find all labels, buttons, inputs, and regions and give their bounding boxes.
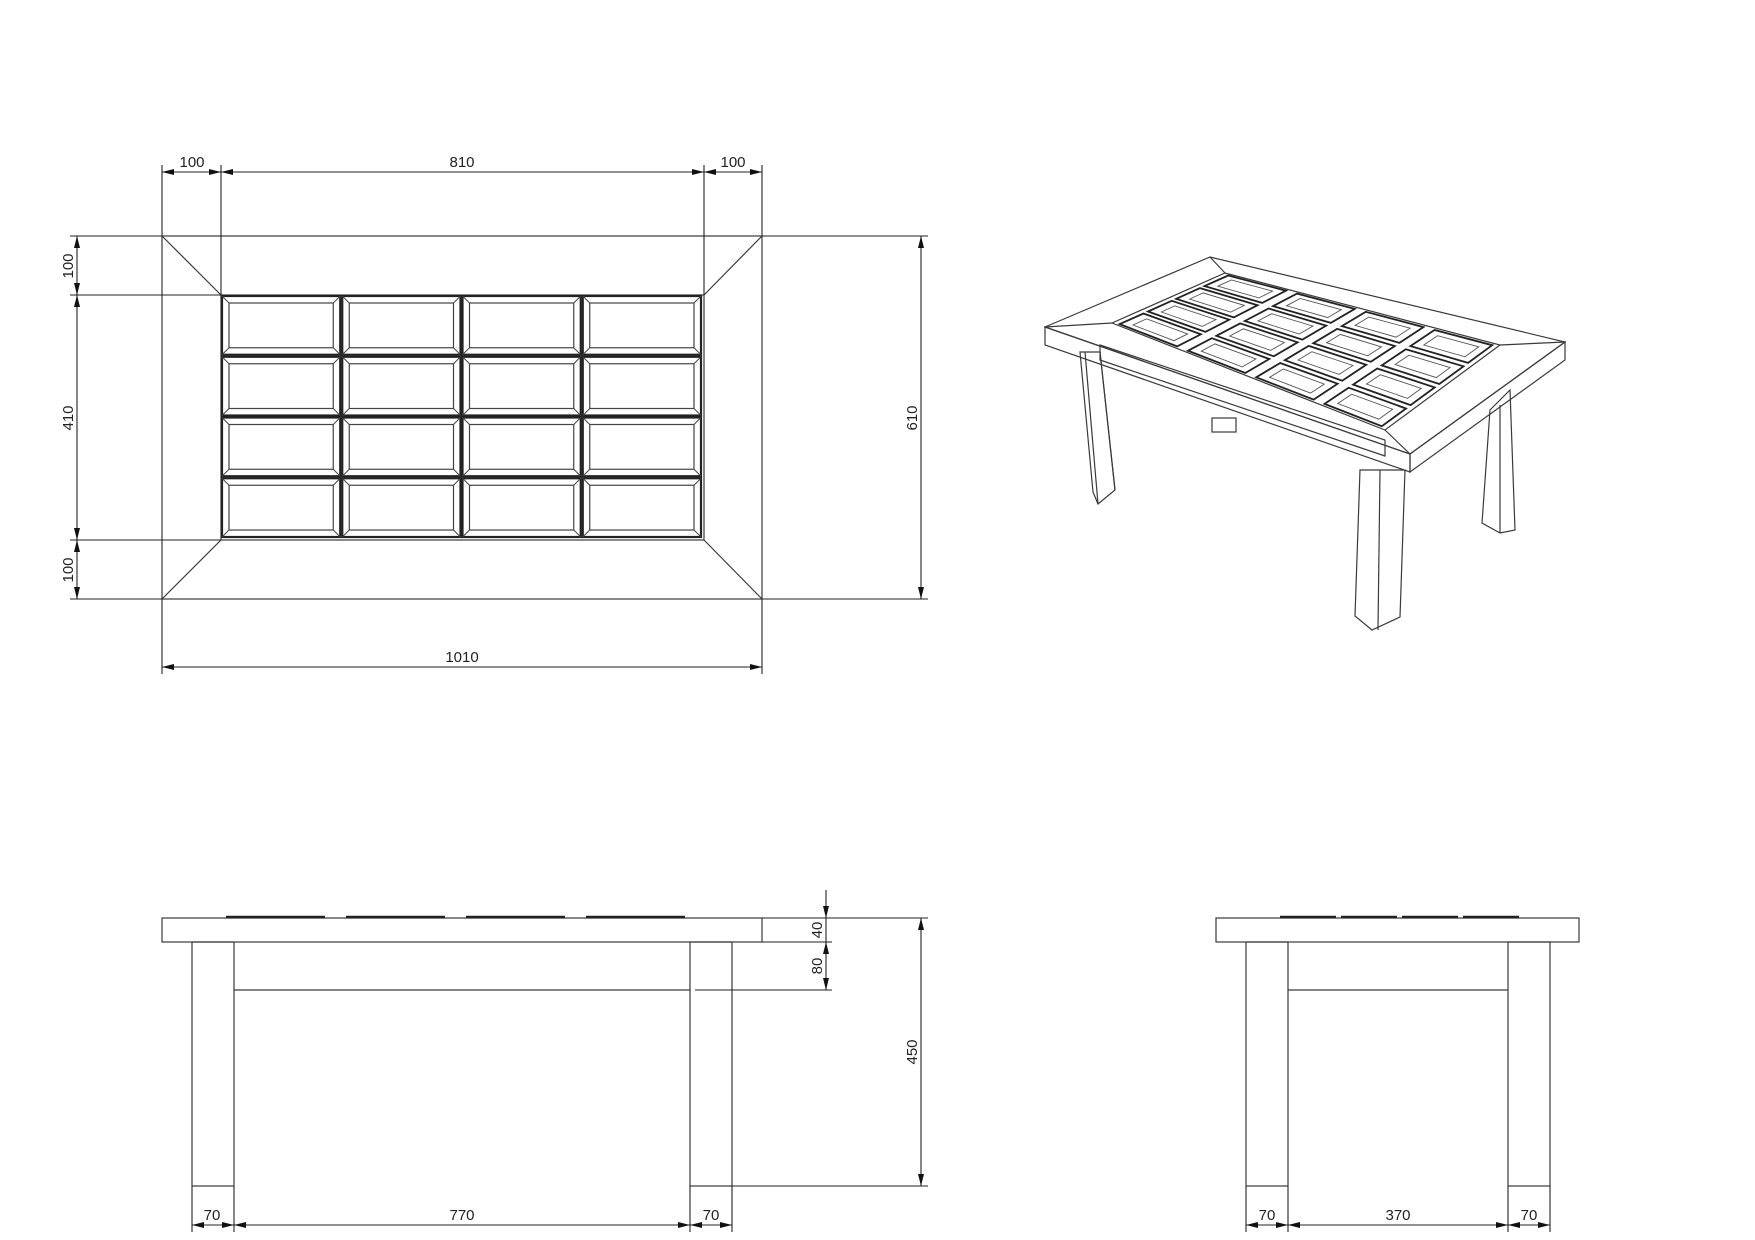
dim-front-leg-right: 70 bbox=[703, 1207, 720, 1224]
front-leg-left bbox=[191, 941, 235, 1187]
iso-leg-back-left bbox=[1079, 351, 1116, 505]
iso-panel-tile bbox=[1282, 344, 1369, 382]
iso-panel-tile bbox=[1242, 307, 1329, 341]
iso-panel-tile bbox=[1379, 348, 1466, 385]
side-top-slab bbox=[1215, 917, 1580, 943]
iso-panel-inner bbox=[1131, 318, 1189, 342]
iso-panel-inner bbox=[1188, 292, 1246, 313]
isometric-view bbox=[1043, 256, 1567, 631]
dim-right-total-depth: 610 bbox=[904, 405, 921, 430]
iso-panel-inner bbox=[1394, 354, 1452, 379]
miter-line bbox=[161, 235, 222, 296]
top-view-panel-grid bbox=[220, 294, 703, 539]
iso-panel-inner bbox=[1216, 279, 1274, 299]
side-leg-right bbox=[1507, 941, 1551, 1187]
dim-side-leg-right: 70 bbox=[1521, 1207, 1538, 1224]
side-leg-left bbox=[1245, 941, 1289, 1187]
iso-apron-block bbox=[1211, 417, 1237, 433]
panel-tile bbox=[220, 355, 342, 417]
panel-tile bbox=[220, 294, 342, 356]
iso-panel-inner bbox=[1200, 343, 1257, 368]
iso-panel-tile bbox=[1185, 337, 1272, 374]
side-view bbox=[1215, 915, 1580, 1187]
iso-panel-inner bbox=[1268, 368, 1326, 394]
panel-tile bbox=[581, 294, 703, 356]
iso-panel-inner bbox=[1422, 335, 1480, 358]
dim-side-leg-left: 70 bbox=[1259, 1207, 1276, 1224]
top-view bbox=[161, 235, 763, 600]
miter-line bbox=[703, 539, 763, 600]
dim-front-total-height: 450 bbox=[904, 1039, 921, 1064]
iso-leg-back-right bbox=[1481, 388, 1516, 534]
panel-tile bbox=[461, 294, 582, 356]
panel-tile bbox=[220, 416, 342, 478]
iso-panel-inner bbox=[1160, 305, 1218, 327]
panel-tile bbox=[581, 477, 703, 539]
dim-top-inner: 810 bbox=[449, 154, 474, 171]
iso-panel-inner bbox=[1325, 333, 1383, 357]
panel-tile bbox=[341, 477, 462, 539]
iso-panel-tile bbox=[1117, 312, 1204, 348]
iso-panel-inner bbox=[1256, 313, 1315, 335]
iso-panel-tile bbox=[1254, 362, 1340, 401]
front-view bbox=[161, 915, 763, 1187]
side-view-dimensions: 70 370 70 bbox=[1245, 1186, 1551, 1232]
dim-front-top-thickness: 40 bbox=[809, 922, 826, 939]
dim-side-leg-span: 370 bbox=[1385, 1207, 1410, 1224]
dim-left-bottom-border: 100 bbox=[60, 557, 77, 582]
dim-bottom-total-length: 1010 bbox=[445, 649, 478, 666]
iso-panel-inner bbox=[1228, 328, 1286, 351]
panel-tile bbox=[581, 355, 703, 417]
panel-tile bbox=[461, 416, 582, 478]
iso-panel-inner bbox=[1353, 316, 1412, 338]
iso-panel-tile bbox=[1173, 287, 1261, 319]
iso-panel-inner bbox=[1365, 374, 1423, 399]
iso-panel-tile bbox=[1351, 367, 1437, 407]
top-view-outer-frame bbox=[161, 235, 763, 600]
iso-panel-tile bbox=[1322, 386, 1408, 428]
panel-tile bbox=[461, 477, 582, 539]
dim-left-top-border: 100 bbox=[60, 253, 77, 278]
iso-panel-tile bbox=[1214, 322, 1300, 358]
iso-panel-grid bbox=[1117, 274, 1495, 428]
panel-tile bbox=[461, 355, 582, 417]
dim-front-leg-left: 70 bbox=[204, 1207, 221, 1224]
iso-top-side-edge bbox=[1409, 340, 1566, 474]
front-leg-right bbox=[689, 941, 733, 1187]
panel-tile bbox=[220, 477, 342, 539]
dim-top-right-border: 100 bbox=[720, 154, 745, 171]
iso-panel-inner bbox=[1285, 298, 1343, 319]
iso-panel-tile bbox=[1408, 329, 1495, 364]
iso-panel-inner bbox=[1336, 393, 1394, 420]
dim-front-apron-height: 80 bbox=[809, 958, 826, 975]
miter-line bbox=[161, 539, 222, 600]
panel-tile bbox=[341, 355, 462, 417]
dim-left-inner: 410 bbox=[60, 405, 77, 430]
iso-panel-tile bbox=[1339, 310, 1426, 344]
iso-panel-tile bbox=[1201, 274, 1289, 304]
iso-panel-tile bbox=[1270, 292, 1358, 324]
miter-line bbox=[703, 235, 763, 296]
iso-panel-tile bbox=[1311, 327, 1397, 363]
top-view-dimensions: 100 810 100 100 410 100 610 1010 bbox=[60, 154, 928, 674]
panel-tile bbox=[581, 416, 703, 478]
iso-panel-inner bbox=[1297, 351, 1354, 375]
panel-tile bbox=[341, 294, 462, 356]
dim-top-left-border: 100 bbox=[179, 154, 204, 171]
front-top-slab bbox=[161, 917, 763, 943]
panel-tile bbox=[341, 416, 462, 478]
front-view-dimensions: 40 80 450 70 770 70 bbox=[191, 890, 928, 1232]
iso-apron bbox=[1099, 344, 1386, 457]
dim-front-leg-span: 770 bbox=[449, 1207, 474, 1224]
iso-panel-tile bbox=[1145, 299, 1232, 333]
